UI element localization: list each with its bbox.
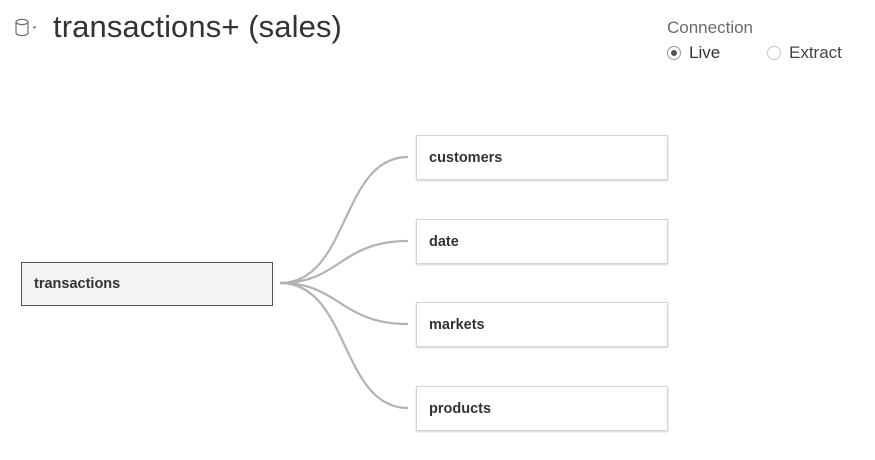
table-node-transactions[interactable]: transactions [21,262,273,306]
join-link-products [279,281,409,410]
database-icon[interactable] [14,18,42,38]
join-link-date [279,239,409,285]
live-radio-label: Live [689,43,721,62]
connection-panel: Connection Live Extract [667,18,867,63]
join-link-customers [279,155,409,285]
table-node-date[interactable]: date [416,219,668,264]
table-node-customers[interactable]: customers [416,135,668,180]
table-node-markets[interactable]: markets [416,302,668,347]
table-node-products[interactable]: products [416,386,668,431]
data-source-title[interactable]: transactions+ (sales) [53,9,342,44]
connection-label: Connection [667,18,754,37]
join-link-markets [279,281,409,326]
connection-radio-group: Live Extract [667,43,867,63]
extract-radio-label: Extract [789,43,842,62]
live-radio-selected-icon[interactable] [667,46,681,60]
extract-radio-unselected-icon[interactable] [767,46,781,60]
live-radio[interactable]: Live [667,43,767,63]
extract-radio[interactable]: Extract [767,43,842,63]
